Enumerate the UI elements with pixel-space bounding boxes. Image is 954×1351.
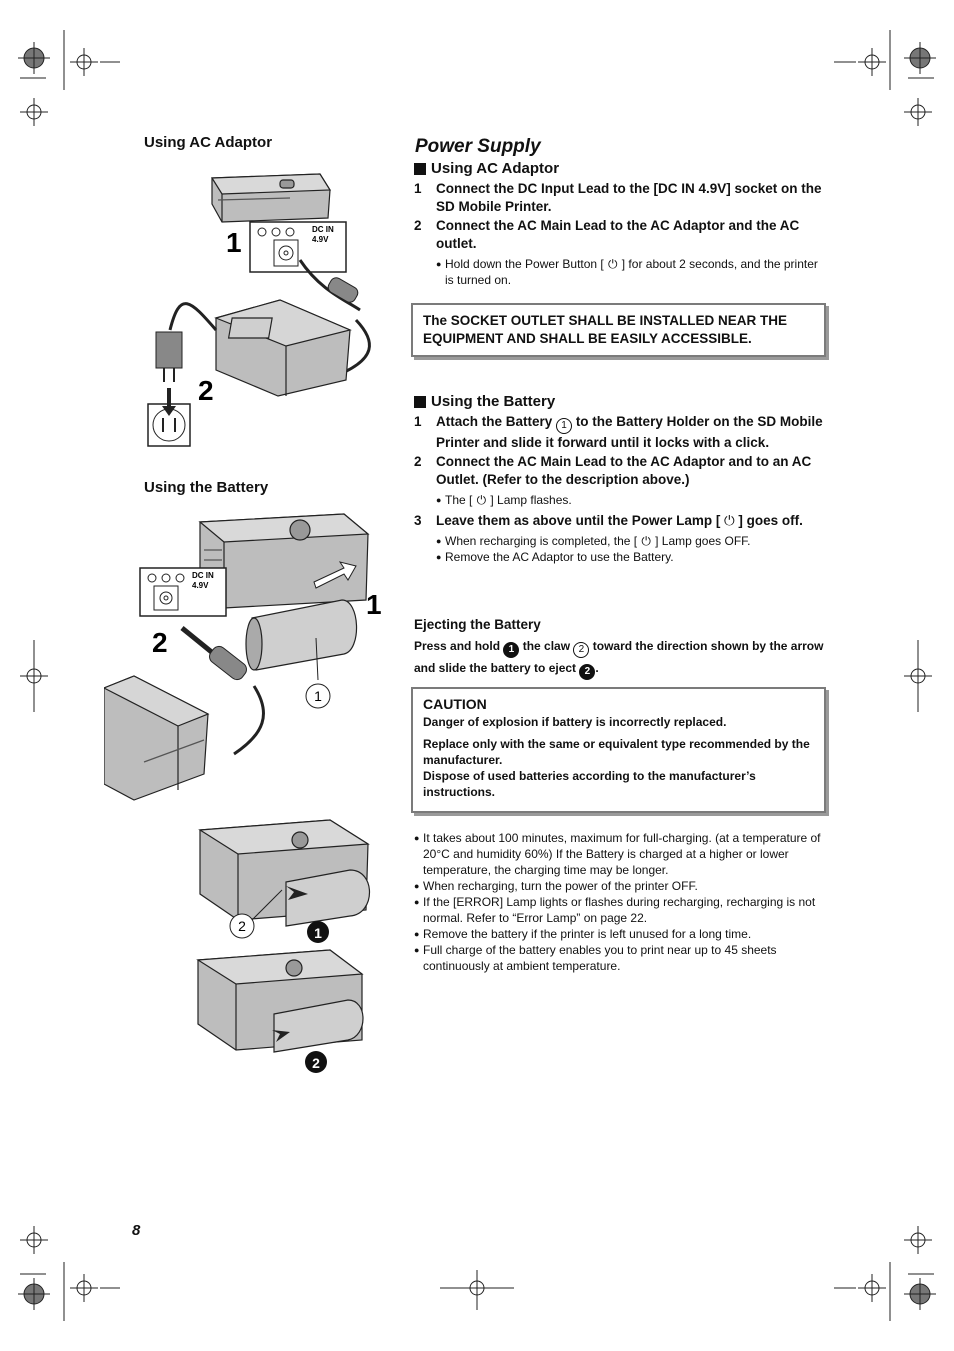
voltage-label-2: 4.9V [192,581,209,590]
list-item: ●Remove the battery if the printer is le… [414,927,752,941]
battery-steps: 1 Attach the Battery 1 to the Battery Ho… [414,413,826,565]
battery-step-2-note: ● The [⏻] Lamp flashes. [436,493,572,507]
battery-heading-left: Using the Battery [144,479,269,496]
battery-notes-list: ●It takes about 100 minutes, maximum for… [414,830,824,974]
battery-step-1: 1 Attach the Battery 1 to the Battery Ho… [414,414,823,450]
figure-step-1: 1 [226,227,242,258]
figure-battery-step-2: 2 [152,627,168,658]
battery-step-3-note-1: ● When recharging is completed, the [⏻] … [436,534,751,548]
dc-in-label-1: DC IN [312,225,334,234]
bullet-icon: ● [414,833,420,843]
caution-text-2: Replace only with the same or equivalent… [423,737,810,767]
eject-step-2-label: 2 [312,1055,320,1071]
voltage-label-1: 4.9V [312,235,329,244]
bullet-icon: ● [436,552,442,562]
page-number: 8 [132,1222,141,1239]
ac-adaptor-section-heading: Using AC Adaptor [414,160,559,177]
socket-notice-text: The SOCKET OUTLET SHALL BE INSTALLED NEA… [423,313,788,346]
ac-note: ● Hold down the Power Button [⏻] for abo… [436,257,818,287]
socket-notice-box: The SOCKET OUTLET SHALL BE INSTALLED NEA… [411,303,826,357]
caution-text-1: Danger of explosion if battery is incorr… [423,715,727,729]
power-icon: ⏻ [641,534,651,548]
square-bullet-icon [414,395,426,408]
caution-box: CAUTION Danger of explosion if battery i… [411,687,826,813]
bullet-icon: ● [414,945,420,955]
ac-step-2: 2 Connect the AC Main Lead to the AC Ada… [414,218,800,251]
power-icon: ⏻ [476,493,487,507]
bullet-icon: ● [414,881,420,891]
ac-adaptor-illustration: DC IN 4.9V 1 2 [147,173,371,447]
battery-section-heading: Using the Battery [414,393,555,410]
list-item: ●When recharging, turn the power of the … [414,879,698,893]
battery-heading: Using the Battery [431,393,556,410]
battery-step-3: 3 Leave them as above until the Power La… [414,513,803,528]
ac-adaptor-heading-left: Using AC Adaptor [144,134,273,151]
eject-battery-illustration: 2 1 2 [196,819,371,1073]
circled-number-2: 2 [573,642,590,658]
bullet-icon: ● [414,929,420,939]
square-bullet-icon [414,162,426,175]
power-icon: ⏻ [608,257,618,271]
dc-in-label-2: DC IN [192,571,214,580]
battery-step-3-note-2: ● Remove the AC Adaptor to use the Batte… [436,550,674,564]
bullet-icon: ● [436,536,442,546]
list-item: ●It takes about 100 minutes, maximum for… [414,831,821,877]
claw-number-label: 2 [238,918,246,934]
filled-number-2: 2 [579,664,596,680]
ac-adaptor-heading: Using AC Adaptor [431,160,560,177]
battery-step-2: 2 Connect the AC Main Lead to the AC Ada… [414,454,812,487]
caution-title: CAUTION [423,696,487,712]
eject-instructions: Press and hold 1 the claw 2 toward the d… [414,636,826,680]
ac-step-1: 1 Connect the DC Input Lead to the [DC I… [414,181,822,214]
bullet-icon: ● [414,897,420,907]
bullet-icon: ● [436,259,442,269]
caution-text-3: Dispose of used batteries according to t… [423,769,756,799]
battery-illustration: DC IN 4.9V 1 2 1 [104,513,382,801]
list-item: ●Full charge of the battery enables you … [414,943,777,973]
eject-step-1-label: 1 [314,925,322,941]
power-icon: ⏻ [723,513,735,528]
ac-adaptor-steps: 1 Connect the DC Input Lead to the [DC I… [414,180,826,288]
circled-number-1: 1 [556,418,573,434]
figure-step-2: 2 [198,375,214,406]
page-title: Power Supply [415,136,541,157]
battery-number-label: 1 [314,688,322,704]
list-item: ●If the [ERROR] Lamp lights or flashes d… [414,895,816,925]
filled-number-1: 1 [503,642,520,658]
figure-battery-step-1: 1 [366,589,382,620]
eject-heading: Ejecting the Battery [414,617,541,632]
bullet-icon: ● [436,495,442,505]
